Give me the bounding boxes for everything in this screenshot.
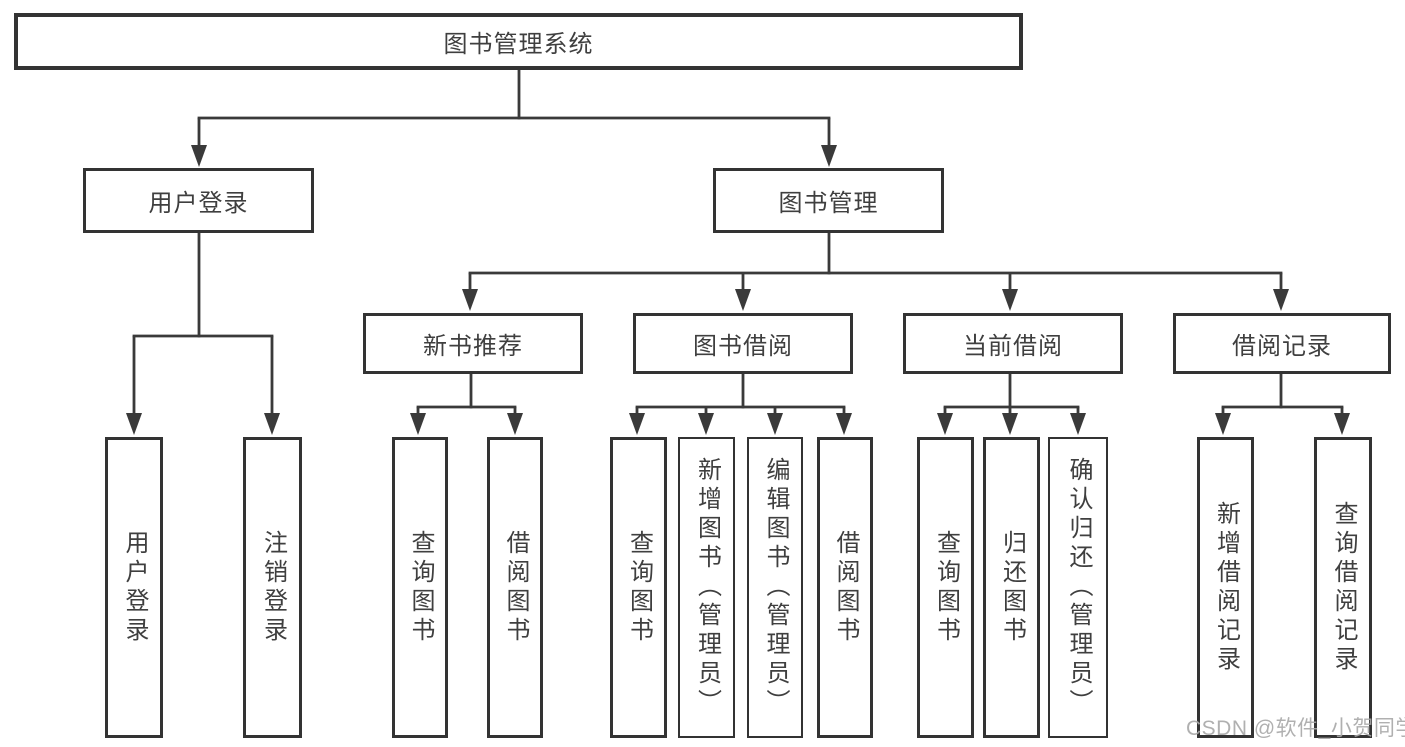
leaf-edit-books-admin-label: 编辑图书（管理员） <box>762 457 789 718</box>
arrow-down-icon <box>191 145 207 167</box>
connector-book-borrow-to-leaves <box>629 374 852 435</box>
leaf-confirm-return-admin: 确认归还（管理员） <box>1048 437 1108 738</box>
leaf-logout-label: 注销登录 <box>259 529 287 646</box>
node-current-borrow-label: 当前借阅 <box>963 333 1063 360</box>
arrow-down-icon <box>264 413 280 435</box>
arrow-down-icon <box>767 413 783 435</box>
node-book-borrow: 图书借阅 <box>633 313 853 374</box>
leaf-borrow-books-recommend-label: 借阅图书 <box>502 529 529 646</box>
arrow-down-icon <box>629 413 645 435</box>
leaf-query-books-current: 查询图书 <box>917 437 974 738</box>
leaf-user-login: 用户登录 <box>105 437 163 738</box>
leaf-confirm-return-admin-label: 确认归还（管理员） <box>1065 457 1092 718</box>
arrow-down-icon <box>410 413 426 435</box>
connector-root-to-level2 <box>191 70 837 167</box>
connector-current-borrow-to-leaves <box>937 374 1086 435</box>
leaf-query-books-recommend-label: 查询图书 <box>407 529 434 646</box>
arrow-down-icon <box>126 413 142 435</box>
node-book-management-label: 图书管理 <box>778 190 879 217</box>
leaf-return-books-label: 归还图书 <box>998 529 1026 646</box>
arrow-down-icon <box>1215 413 1231 435</box>
arrow-down-icon <box>1273 289 1289 311</box>
node-book-management: 图书管理 <box>713 168 944 233</box>
node-root: 图书管理系统 <box>14 13 1023 70</box>
leaf-query-borrow-record-label: 查询借阅记录 <box>1330 500 1357 675</box>
arrow-down-icon <box>462 289 478 311</box>
arrow-down-icon <box>1334 413 1350 435</box>
leaf-borrow-books-recommend: 借阅图书 <box>487 437 543 738</box>
arrow-down-icon <box>735 289 751 311</box>
csdn-watermark: CSDN @软件_小贺同学 <box>1186 717 1405 740</box>
node-current-borrow: 当前借阅 <box>903 313 1123 374</box>
node-new-book-recommend-label: 新书推荐 <box>423 333 523 360</box>
leaf-query-books-current-label: 查询图书 <box>932 529 960 646</box>
arrow-down-icon <box>1070 413 1086 435</box>
leaf-add-books-admin-label: 新增图书（管理员） <box>693 457 721 718</box>
leaf-query-books-borrow-label: 查询图书 <box>625 529 653 646</box>
leaf-edit-books-admin: 编辑图书（管理员） <box>747 437 803 738</box>
node-new-book-recommend: 新书推荐 <box>363 313 583 374</box>
leaf-return-books: 归还图书 <box>983 437 1040 738</box>
node-user-login-label: 用户登录 <box>148 190 249 217</box>
leaf-user-login-label: 用户登录 <box>121 529 148 646</box>
node-book-borrow-label: 图书借阅 <box>693 333 793 360</box>
connector-new-book-recommend-to-leaves <box>410 374 523 435</box>
arrow-down-icon <box>507 413 523 435</box>
node-borrow-records-label: 借阅记录 <box>1232 333 1332 360</box>
arrow-down-icon <box>1002 289 1018 311</box>
leaf-add-borrow-record: 新增借阅记录 <box>1197 437 1254 738</box>
connector-user-login-to-leaves <box>126 233 280 435</box>
leaf-add-books-admin: 新增图书（管理员） <box>678 437 735 738</box>
arrow-down-icon <box>698 413 714 435</box>
leaf-add-borrow-record-label: 新增借阅记录 <box>1212 500 1240 675</box>
leaf-borrow-books-label: 借阅图书 <box>832 529 859 646</box>
arrow-down-icon <box>937 413 953 435</box>
leaf-logout: 注销登录 <box>243 437 302 738</box>
connector-book-management-to-level3 <box>462 233 1289 311</box>
leaf-query-borrow-record: 查询借阅记录 <box>1314 437 1372 738</box>
arrow-down-icon <box>1002 413 1018 435</box>
connector-borrow-records-to-leaves <box>1215 374 1350 435</box>
arrow-down-icon <box>836 413 852 435</box>
node-borrow-records: 借阅记录 <box>1173 313 1391 374</box>
node-root-label: 图书管理系统 <box>443 31 594 58</box>
arrow-down-icon <box>821 145 837 167</box>
leaf-query-books-recommend: 查询图书 <box>392 437 448 738</box>
leaf-borrow-books: 借阅图书 <box>817 437 873 738</box>
leaf-query-books-borrow: 查询图书 <box>610 437 667 738</box>
node-user-login: 用户登录 <box>83 168 314 233</box>
